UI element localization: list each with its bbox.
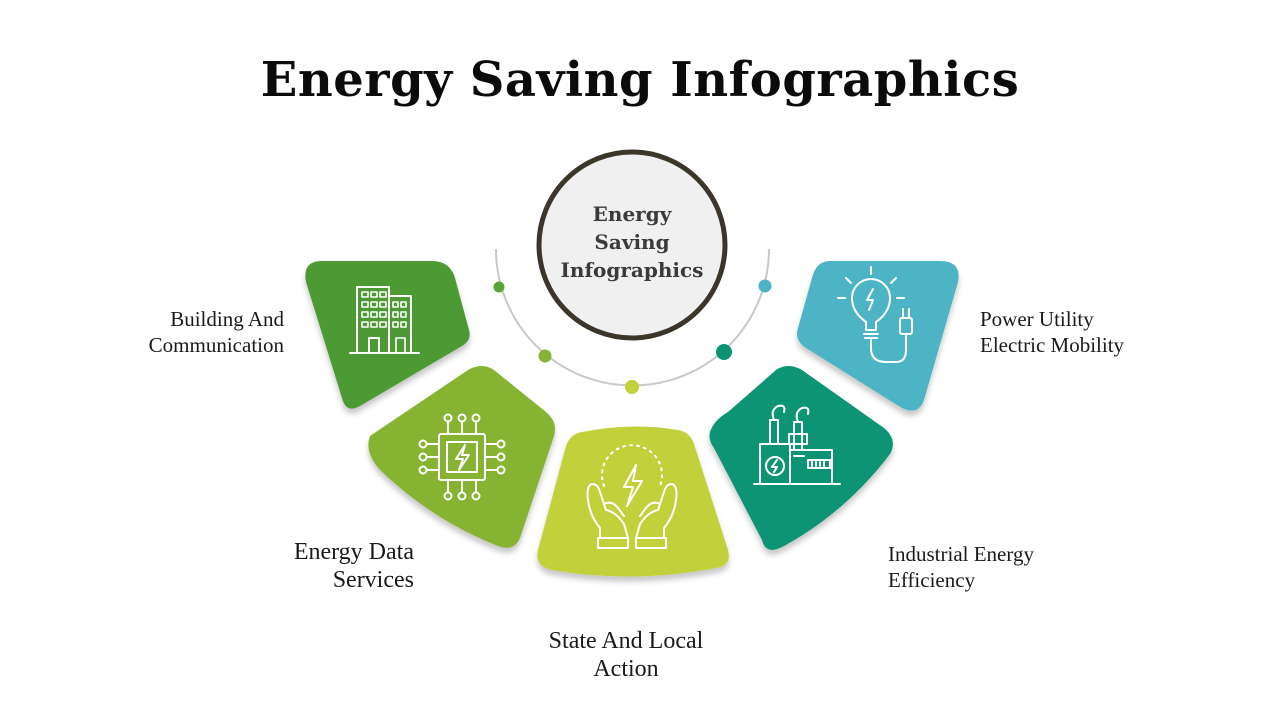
center-circle (536, 149, 728, 341)
hands-energy-icon (586, 444, 678, 549)
label-power-utility-line-2: Electric Mobility (980, 333, 1125, 357)
factory-icon (753, 404, 841, 485)
segment-industrial (709, 366, 893, 550)
label-energy-data: Energy Data Services (294, 538, 414, 594)
segment-energy-data (368, 366, 555, 548)
label-building-line-1: Building And (170, 307, 284, 331)
center-label: Energy Saving Infographics (536, 200, 728, 284)
label-building-line-2: Communication (148, 333, 284, 357)
arc-dot-3 (625, 380, 639, 394)
label-state-local-line-1: State And Local (548, 628, 704, 654)
label-industrial: Industrial Energy Efficiency (888, 541, 1034, 593)
building-icon (349, 286, 420, 354)
label-power-utility-line-1: Power Utility (980, 307, 1094, 331)
segment-building (305, 261, 470, 409)
arc-dot-5 (758, 279, 772, 293)
energy-chip-icon (418, 413, 506, 501)
label-building: Building And Communication (149, 306, 284, 358)
center-label-line-3: Infographics (560, 258, 704, 282)
label-industrial-line-2: Efficiency (888, 568, 976, 592)
label-state-local-line-2: Action (593, 656, 659, 682)
page-title: Energy Saving Infographics (260, 52, 1020, 108)
arc-dot-4 (716, 344, 732, 360)
label-energy-data-line-1: Energy Data (293, 539, 414, 565)
label-power-utility: Power Utility Electric Mobility (980, 306, 1124, 358)
segment-state-local (537, 426, 729, 577)
label-state-local: State And Local Action (476, 627, 776, 683)
arc-dot-1 (493, 281, 505, 293)
bulb-plug-icon (837, 266, 913, 363)
arc-dot-2 (538, 349, 552, 363)
center-label-line-1: Energy (592, 202, 672, 226)
label-industrial-line-1: Industrial Energy (888, 542, 1034, 566)
label-energy-data-line-2: Services (332, 567, 414, 593)
center-label-line-2: Saving (594, 230, 670, 254)
